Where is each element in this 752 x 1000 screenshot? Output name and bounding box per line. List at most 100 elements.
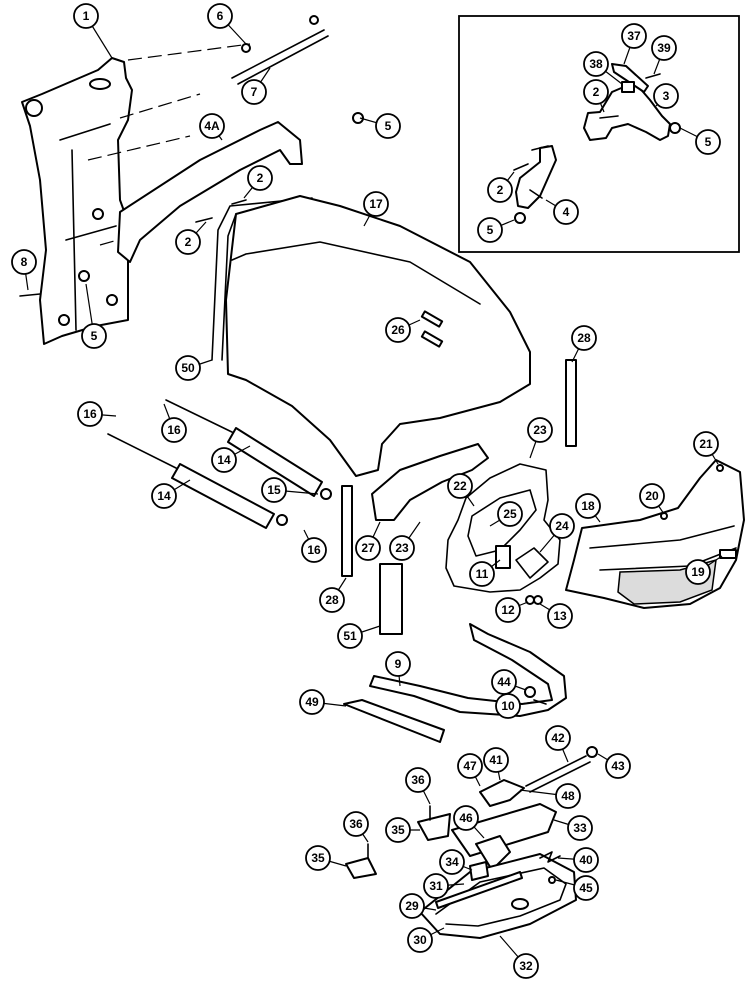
alignment-line-a (127, 43, 251, 61)
clip-19 (719, 549, 737, 559)
hood-contour (231, 241, 481, 305)
callout-circle (477, 217, 503, 243)
callout-c44: 44 (491, 669, 527, 695)
bolt-2b (195, 217, 213, 223)
callout-circle (545, 725, 571, 751)
callout-circle (549, 513, 575, 539)
callout-c16c: 16 (301, 529, 327, 563)
nut-13 (533, 595, 543, 605)
callout-c43: 43 (597, 753, 631, 779)
callout-number: 6 (217, 9, 224, 23)
callout-circle (405, 767, 431, 793)
callout-circle (355, 535, 381, 561)
callout-circle (495, 693, 521, 719)
callout-circle (693, 431, 719, 457)
bolt-2a (231, 199, 247, 205)
callout-number: 35 (391, 823, 405, 837)
callout-circle (175, 229, 201, 255)
callout-circle (385, 317, 411, 343)
nut-5b (78, 270, 90, 282)
callout-circle (651, 35, 677, 61)
callout-number: 36 (411, 773, 425, 787)
callout-c50: 50 (175, 355, 213, 381)
callout-c26: 26 (385, 317, 421, 343)
callout-number: 33 (573, 821, 587, 835)
callout-c21: 21 (693, 431, 719, 465)
callout-number: 12 (501, 603, 515, 617)
callout-circle (567, 815, 593, 841)
alignment-line-b (119, 93, 201, 119)
callout-circle (73, 3, 99, 29)
knob-43 (586, 746, 598, 758)
front-support-slot (89, 78, 111, 90)
pan-32 (419, 853, 577, 939)
callout-number: 13 (553, 609, 567, 623)
bracket-35b (345, 857, 377, 879)
callout-c9: 9 (385, 651, 411, 687)
callout-c34: 34 (439, 849, 473, 875)
callout-i5a: 5 (679, 127, 721, 155)
callout-number: 32 (519, 959, 533, 973)
callout-circle (399, 893, 425, 919)
callout-number: 5 (705, 135, 712, 149)
callout-number: 5 (91, 329, 98, 343)
callout-circle (639, 483, 665, 509)
callout-circle (573, 875, 599, 901)
callout-c28b: 28 (319, 577, 347, 613)
callout-number: 40 (579, 853, 593, 867)
callout-c33: 33 (553, 815, 593, 841)
rod-42 (525, 755, 591, 793)
grille-frame-inner (467, 489, 537, 557)
callout-circle (247, 165, 273, 191)
clip-21 (716, 464, 724, 472)
inset-bushing-38 (621, 81, 635, 93)
callout-c42: 42 (545, 725, 571, 763)
inset-frame (458, 15, 740, 253)
panel-27 (371, 443, 489, 521)
callout-number: 23 (395, 541, 409, 555)
callout-number: 21 (699, 437, 713, 451)
callout-i3: 3 (653, 83, 679, 109)
strip-49 (343, 699, 445, 743)
callout-c2a: 2 (243, 165, 273, 199)
callout-number: 5 (385, 119, 392, 133)
callout-number: 7 (251, 85, 258, 99)
callout-number: 34 (445, 855, 459, 869)
pin-15b (276, 514, 288, 526)
lower-frame-9 (369, 623, 567, 717)
callout-number: 30 (413, 933, 427, 947)
callout-number: 11 (476, 567, 489, 581)
callout-circle (385, 651, 411, 677)
callout-number: 16 (83, 407, 97, 421)
callout-number: 2 (257, 171, 264, 185)
callout-c23a: 23 (527, 417, 553, 459)
callout-c7: 7 (241, 67, 271, 105)
callout-circle (621, 23, 647, 49)
callout-circle (447, 473, 473, 499)
callout-circle (151, 483, 177, 509)
rod-7 (231, 29, 329, 85)
callout-circle (653, 83, 679, 109)
callout-number: 39 (657, 41, 671, 55)
bracket-24 (515, 547, 549, 579)
callout-number: 8 (21, 255, 28, 269)
callout-number: 4 (563, 205, 570, 219)
callout-c48: 48 (519, 783, 581, 809)
callout-c36b: 36 (343, 811, 369, 843)
inset-bolt-2a (599, 115, 619, 119)
callout-number: 45 (579, 881, 593, 895)
callout-c20: 20 (639, 483, 665, 515)
callout-circle (211, 447, 237, 473)
callout-circle (483, 747, 509, 773)
callout-circle (555, 783, 581, 809)
bracket-11 (495, 545, 511, 569)
callout-number: 37 (627, 29, 641, 43)
callout-c40: 40 (557, 847, 599, 873)
callout-circle (261, 477, 287, 503)
callout-number: 47 (463, 759, 477, 773)
callout-number: 51 (343, 629, 357, 643)
callout-circle (385, 817, 411, 843)
bracket-34 (469, 861, 489, 881)
callout-c19: 19 (685, 555, 723, 585)
